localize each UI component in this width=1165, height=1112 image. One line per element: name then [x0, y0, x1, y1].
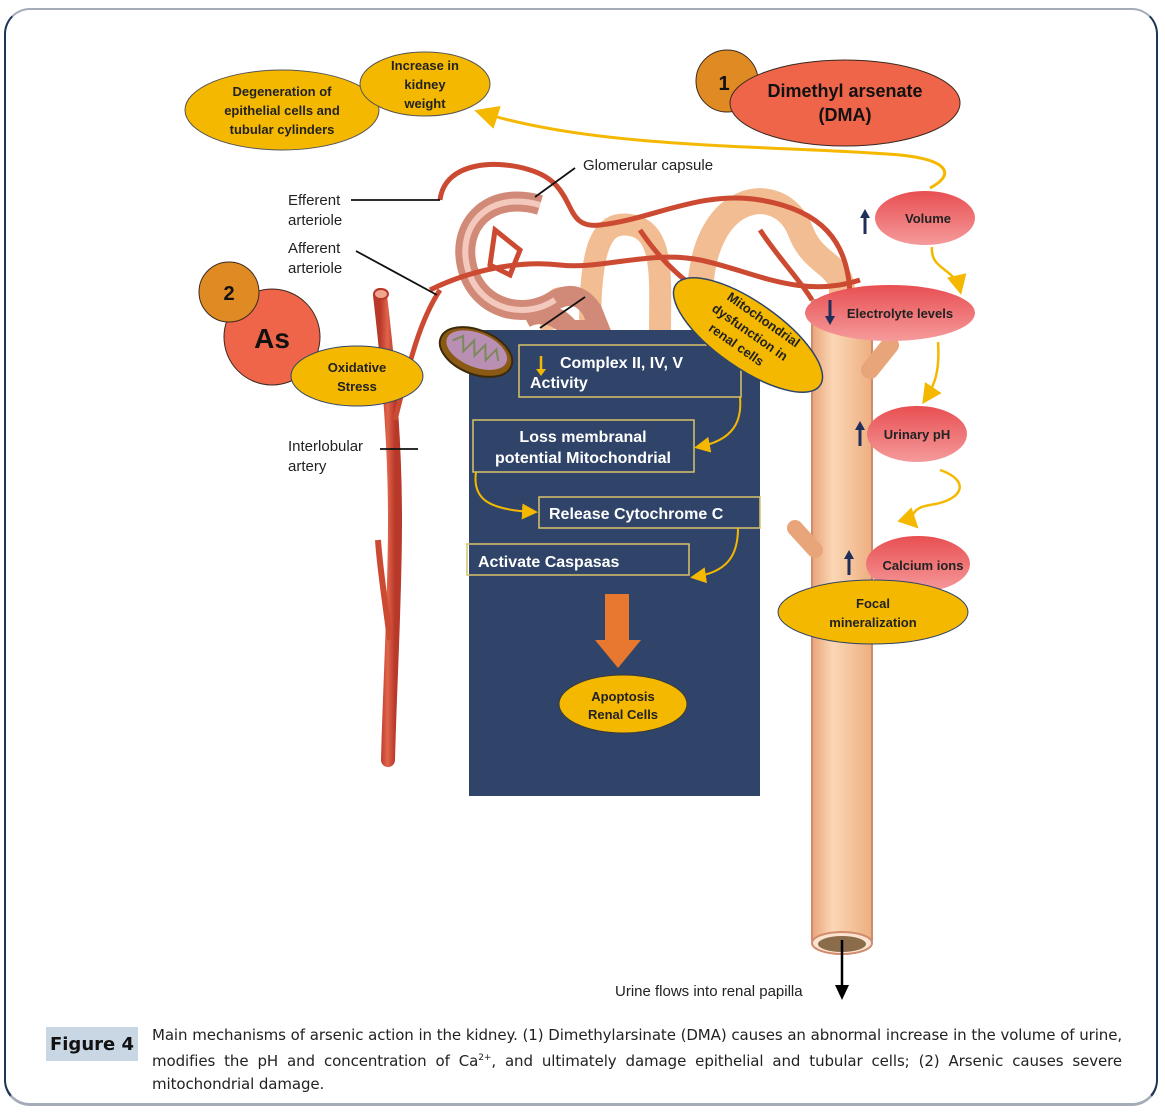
- figure-label: Figure 4: [46, 1027, 138, 1061]
- step-membrane-potential: Loss membranal potential Mitochondrial: [472, 419, 695, 473]
- up-arrow-head: [860, 209, 870, 218]
- afferent-label-2: arteriole: [288, 260, 342, 277]
- efferent-label-1: Efferent: [288, 192, 341, 209]
- apoptosis-outcome: Apoptosis Renal Cells: [558, 674, 688, 734]
- leader-lines: [351, 167, 586, 450]
- oxidative-stress: Oxidative Stress: [290, 345, 424, 407]
- down-arrow-head: [536, 369, 546, 376]
- step-complex-line2: Activity: [530, 375, 588, 392]
- effect-electrolytes: Electrolyte levels: [805, 285, 975, 341]
- step-membrane-line2: potential Mitochondrial: [495, 450, 671, 467]
- afferent-label-1: Afferent: [288, 240, 341, 257]
- kidney-arsenic-diagram: Glomerular capsule Efferent arteriole Af…: [184, 49, 975, 1000]
- kidney-weight-line2: kidney: [404, 77, 446, 92]
- step-caspasas-label: Activate Caspasas: [478, 554, 620, 571]
- urine-flow-arrowhead: [835, 985, 849, 1000]
- step-complex: Complex II, IV, V Activity: [518, 344, 742, 398]
- step-cytochrome: Release Cytochrome C: [538, 496, 761, 529]
- degeneration-line2: epithelial cells and: [224, 103, 340, 118]
- caption-part-1: Main mechanisms of arsenic action in the…: [152, 1026, 1122, 1070]
- step-arrows: [474, 396, 742, 584]
- glomerular-capsule-label: Glomerular capsule: [583, 157, 713, 174]
- degeneration-line1: Degeneration of: [233, 84, 333, 99]
- degeneration-bubble: Degeneration of epithelial cells and tub…: [184, 69, 380, 151]
- effect-urinary-ph: Urinary pH: [855, 406, 967, 462]
- pathway2-number: 2: [223, 283, 234, 305]
- interlobular-label-1: Interlobular: [288, 438, 363, 455]
- mito-dysfunction-badge: Mitochondrial dysfunction in renal cells: [672, 276, 824, 394]
- dma-agent: Dimethyl arsenate (DMA): [729, 59, 961, 147]
- step-caspasas: Activate Caspasas: [466, 543, 690, 576]
- apoptosis-arrow-icon: [595, 594, 641, 668]
- dma-line1: Dimethyl arsenate: [767, 81, 922, 101]
- step-cytochrome-label: Release Cytochrome C: [549, 506, 724, 523]
- focal-line1: Focal: [856, 596, 890, 611]
- dma-line2: (DMA): [819, 105, 872, 125]
- apoptosis-line2: Renal Cells: [588, 707, 658, 722]
- caption-part-2: , and ultimately damage epithelial and t…: [152, 1052, 1123, 1093]
- kidney-weight-line3: weight: [403, 96, 446, 111]
- volume-label: Volume: [905, 211, 951, 226]
- effect-calcium: Calcium ions: [844, 536, 970, 592]
- blood-vessels: [428, 161, 861, 303]
- urine-flow-label: Urine flows into renal papilla: [615, 983, 803, 1000]
- step-complex-line1: Complex II, IV, V: [560, 355, 683, 372]
- up-arrow-head: [844, 550, 854, 559]
- oxidative-line2: Stress: [337, 379, 377, 394]
- anatomy-labels: Glomerular capsule Efferent arteriole Af…: [288, 157, 803, 1000]
- calcium-label: Calcium ions: [883, 558, 964, 573]
- focal-line2: mineralization: [829, 615, 916, 630]
- degeneration-line3: tubular cylinders: [230, 122, 335, 137]
- effect-arrow: [474, 105, 947, 190]
- up-arrow-head: [855, 421, 865, 430]
- interlobular-label-2: artery: [288, 458, 327, 475]
- kidney-weight-bubble: Increase in kidney weight: [359, 51, 491, 117]
- down-arrow-head: [825, 316, 835, 325]
- effect-volume: Volume: [860, 191, 975, 245]
- electrolytes-label: Electrolyte levels: [847, 306, 953, 321]
- apoptosis-line1: Apoptosis: [591, 689, 655, 704]
- caption-superscript: 2+: [478, 1053, 492, 1063]
- pathway1-number: 1: [718, 73, 729, 95]
- kidney-weight-line1: Increase in: [391, 58, 459, 73]
- glomerular-capsule: [455, 191, 615, 340]
- mitochondrion-icon: [438, 326, 514, 378]
- step-membrane-line1: Loss membranal: [519, 429, 646, 446]
- oxidative-line1: Oxidative: [328, 360, 387, 375]
- urinary-ph-label: Urinary pH: [884, 427, 950, 442]
- arsenic-label: As: [254, 323, 290, 354]
- efferent-label-2: arteriole: [288, 212, 342, 229]
- focal-mineralization: Focal mineralization: [777, 579, 969, 645]
- effect-connectors: [897, 246, 967, 529]
- pathway2-badge: 2: [198, 261, 260, 323]
- figure-caption: Main mechanisms of arsenic action in the…: [152, 1024, 1122, 1096]
